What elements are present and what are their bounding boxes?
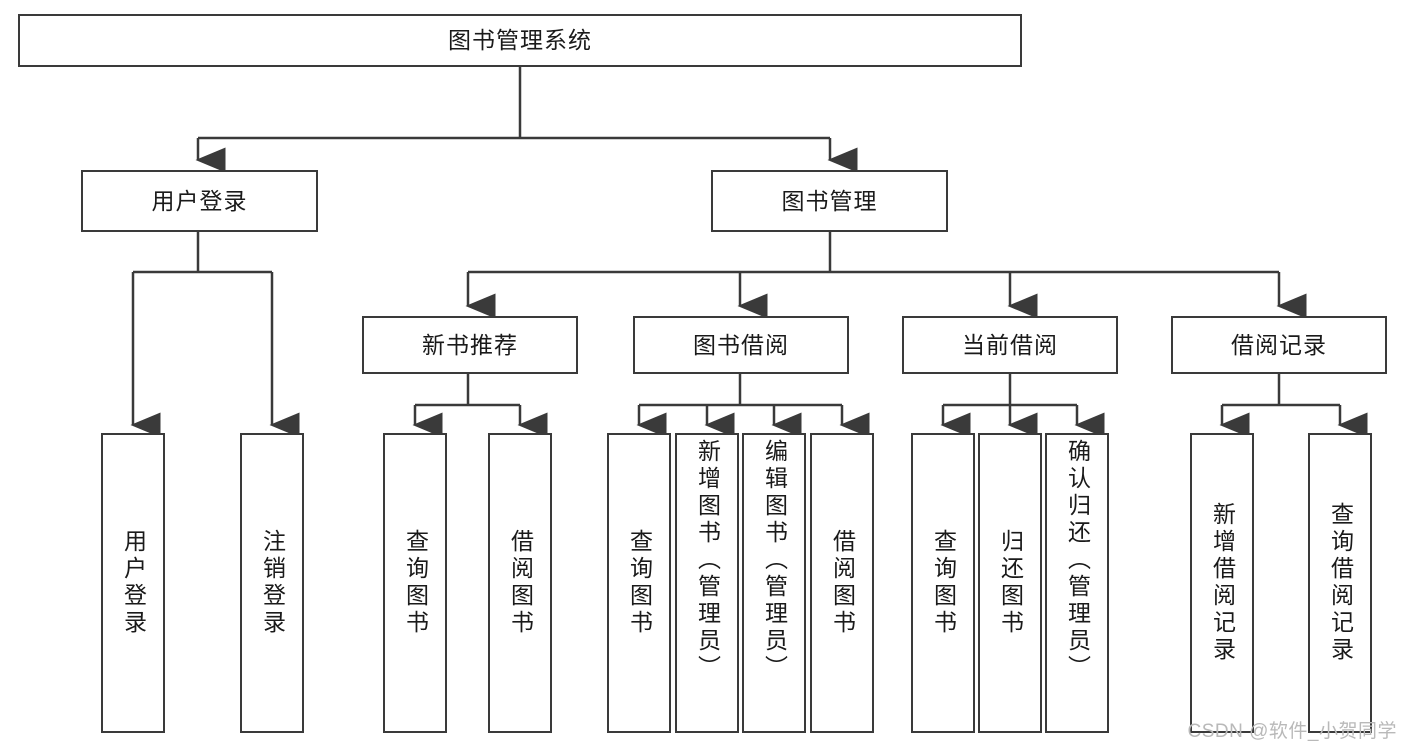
node-leaf-logout-login-label: 注销登录 (259, 529, 286, 637)
watermark-text: CSDN @软件_小贺同学 (1187, 721, 1397, 742)
node-leaf-return-book[interactable]: 归还图书 (978, 433, 1042, 733)
node-leaf-confirm-return-label: 确认归还（管理员） (1064, 439, 1091, 682)
node-leaf-user-login-label: 用户登录 (120, 529, 147, 637)
node-book-manage[interactable]: 图书管理 (711, 170, 948, 232)
node-leaf-borrow-book-2[interactable]: 借阅图书 (810, 433, 874, 733)
node-leaf-confirm-return[interactable]: 确认归还（管理员） (1045, 433, 1109, 733)
node-leaf-query-record[interactable]: 查询借阅记录 (1308, 433, 1372, 733)
node-user-login[interactable]: 用户登录 (81, 170, 318, 232)
node-leaf-add-book[interactable]: 新增图书（管理员） (675, 433, 739, 733)
node-new-book-recommend-label: 新书推荐 (422, 331, 518, 358)
node-leaf-query-book-3[interactable]: 查询图书 (911, 433, 975, 733)
node-leaf-query-book-1-label: 查询图书 (402, 529, 429, 637)
node-book-borrow[interactable]: 图书借阅 (633, 316, 849, 374)
node-leaf-borrow-book-1-label: 借阅图书 (507, 529, 534, 637)
node-leaf-add-record[interactable]: 新增借阅记录 (1190, 433, 1254, 733)
node-current-borrow-label: 当前借阅 (962, 331, 1058, 358)
node-leaf-return-book-label: 归还图书 (997, 529, 1024, 637)
node-root[interactable]: 图书管理系统 (18, 14, 1022, 67)
node-leaf-logout-login[interactable]: 注销登录 (240, 433, 304, 733)
node-book-manage-label: 图书管理 (781, 187, 878, 214)
node-current-borrow[interactable]: 当前借阅 (902, 316, 1118, 374)
node-leaf-borrow-book-2-label: 借阅图书 (829, 529, 856, 637)
node-book-borrow-label: 图书借阅 (693, 331, 789, 358)
node-leaf-add-record-label: 新增借阅记录 (1209, 502, 1236, 664)
node-borrow-record[interactable]: 借阅记录 (1171, 316, 1387, 374)
node-leaf-user-login[interactable]: 用户登录 (101, 433, 165, 733)
node-user-login-label: 用户登录 (151, 187, 248, 214)
node-leaf-edit-book[interactable]: 编辑图书（管理员） (742, 433, 806, 733)
node-new-book-recommend[interactable]: 新书推荐 (362, 316, 578, 374)
node-leaf-query-book-2-label: 查询图书 (626, 529, 653, 637)
node-root-label: 图书管理系统 (448, 27, 592, 54)
node-borrow-record-label: 借阅记录 (1231, 331, 1327, 358)
node-leaf-query-book-3-label: 查询图书 (930, 529, 957, 637)
node-leaf-query-record-label: 查询借阅记录 (1327, 502, 1354, 664)
node-leaf-borrow-book-1[interactable]: 借阅图书 (488, 433, 552, 733)
node-leaf-query-book-1[interactable]: 查询图书 (383, 433, 447, 733)
node-leaf-query-book-2[interactable]: 查询图书 (607, 433, 671, 733)
node-leaf-add-book-label: 新增图书（管理员） (694, 439, 721, 682)
node-leaf-edit-book-label: 编辑图书（管理员） (761, 439, 788, 682)
